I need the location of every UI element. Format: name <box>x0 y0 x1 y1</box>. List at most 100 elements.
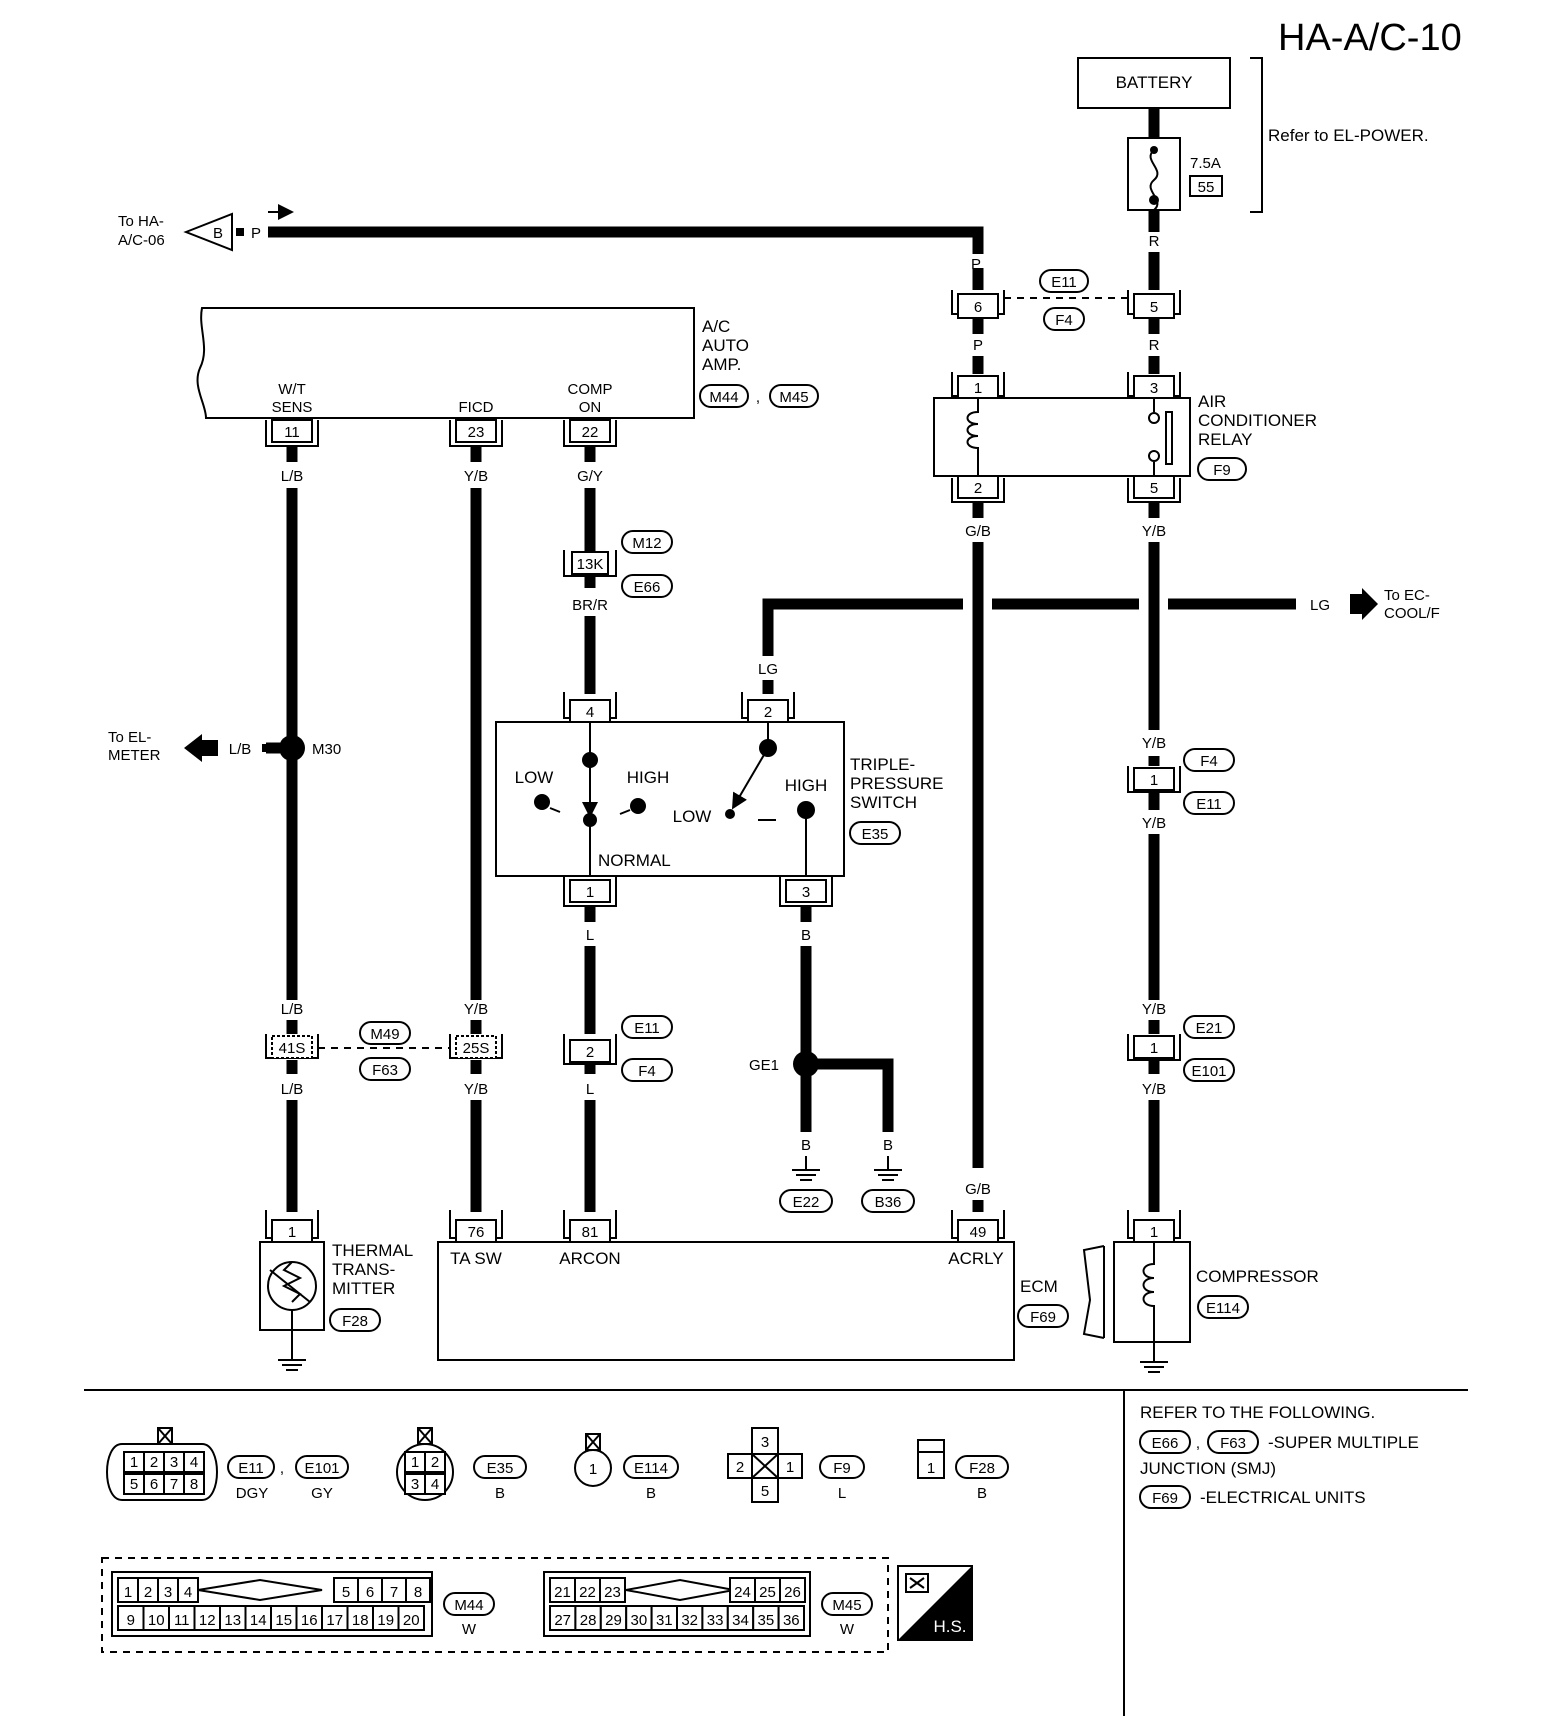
pin-2-l: 2 <box>586 1044 594 1061</box>
refer-sep: , <box>1196 1435 1200 1452</box>
legend-m45-pin-27-cell <box>549 1605 577 1631</box>
legend-m45-pin-21-cell <box>549 1577 576 1603</box>
thermistor-icon <box>281 1261 303 1303</box>
legend-e11: E11 <box>238 1460 264 1477</box>
legend-m44-pin-18: 18 <box>352 1612 369 1629</box>
legend-m45-pin-32: 32 <box>681 1612 698 1629</box>
legend-m45-pin-36-cell <box>777 1605 805 1631</box>
legend-f9-pin-3: 3 <box>761 1434 769 1451</box>
offpage-ha-color: P <box>251 225 261 242</box>
wire-color-yb3: Y/B <box>464 1081 488 1098</box>
compressor-name: COMPRESSOR <box>1196 1267 1319 1286</box>
offpage-meter-line2: METER <box>108 747 161 764</box>
legend-m44-pin-8: 8 <box>414 1584 422 1601</box>
legend-m44: M44 <box>454 1597 483 1614</box>
wire-color-gb1: G/B <box>965 523 991 540</box>
wire-color-yb-r2: Y/B <box>1142 735 1166 752</box>
legend-c8-pin-7: 7 <box>170 1476 178 1493</box>
switch-high-2: HIGH <box>785 776 828 795</box>
wire-color-r2: R <box>1149 337 1160 354</box>
wire-color-yb2: Y/B <box>464 1001 488 1018</box>
relay-conn: F9 <box>1213 462 1231 479</box>
pin-13k: 13K <box>577 556 604 573</box>
switch-pin-3: 3 <box>802 884 810 901</box>
legend-e11-color: DGY <box>236 1485 269 1502</box>
switch-pin-2: 2 <box>764 704 772 721</box>
compressor-pin: 1 <box>1150 1224 1158 1241</box>
legend-f28-color: B <box>977 1485 987 1502</box>
conn-m12: M12 <box>632 535 661 552</box>
ecm-label-acrly: ACRLY <box>948 1249 1003 1268</box>
legend-c8-pin-8-cell <box>183 1473 205 1495</box>
legend-m45-pin-26: 26 <box>784 1584 801 1601</box>
offpage-ha-line1: To HA- <box>118 213 164 230</box>
conn-f4-top: F4 <box>1055 312 1073 329</box>
legend-f28: F28 <box>969 1460 995 1477</box>
switch-low-1: LOW <box>515 768 554 787</box>
legend-m44-pin-6: 6 <box>366 1584 374 1601</box>
legend-m45: M45 <box>832 1597 861 1614</box>
legend-m45-pin-27: 27 <box>554 1612 571 1629</box>
relay-name-3: RELAY <box>1198 430 1253 449</box>
thermal-pin: 1 <box>288 1224 296 1241</box>
pin-25s: 25S <box>463 1040 490 1057</box>
refer-desc1: -SUPER MULTIPLE <box>1268 1433 1419 1452</box>
wire-color-p1: P <box>971 256 981 273</box>
relay-contact-icon <box>1165 411 1173 465</box>
refer-desc1b: JUNCTION (SMJ) <box>1140 1459 1276 1478</box>
legend-c4-pin-4: 4 <box>431 1476 439 1493</box>
battery-note: Refer to EL-POWER. <box>1268 126 1429 145</box>
legend-c8-pin-3: 3 <box>170 1454 178 1471</box>
battery: BATTERY 7.5A 55 Refer to EL-POWER. <box>1077 57 1429 213</box>
legend-m44-pin-15-cell <box>270 1605 298 1631</box>
wire-color-lg: LG <box>758 661 778 678</box>
fuse-rating: 7.5A <box>1190 155 1221 172</box>
joint-f4-e11-right: Y/B 1 F4 E11 Y/B <box>1127 735 1235 832</box>
ecm-label-tasw: TA SW <box>450 1249 502 1268</box>
legend-m44-pin-19-cell <box>372 1605 400 1631</box>
battery-label: BATTERY <box>1116 73 1193 92</box>
switch-conn: E35 <box>862 826 889 843</box>
ecm: 76 81 49 TA SW ARCON ACRLY ECM F69 <box>437 1210 1069 1361</box>
conn-e21: E21 <box>1196 1020 1223 1037</box>
amp-conn-m45: M45 <box>779 389 808 406</box>
legend-f9-pin-2: 2 <box>736 1459 744 1476</box>
legend-c8-pin-2: 2 <box>150 1454 158 1471</box>
legend-f9-color: L <box>838 1485 846 1502</box>
wire-color-p2: P <box>973 337 983 354</box>
thermal-transmitter: 1 THERMAL TRANS- MITTER F28 <box>259 1210 413 1371</box>
legend-m44-pin-20: 20 <box>403 1612 420 1629</box>
legend-m44-pin-19: 19 <box>377 1612 394 1629</box>
switch-low-2: LOW <box>673 807 712 826</box>
legend-m45-pin-22-cell <box>574 1577 601 1603</box>
refer-f69: F69 <box>1152 1490 1178 1507</box>
pin-41s: 41S <box>279 1040 306 1057</box>
conn-e101: E101 <box>1191 1063 1226 1080</box>
compressor: 1 COMPRESSOR E114 <box>1082 1210 1319 1373</box>
legend-m44-pin-4: 4 <box>184 1584 192 1601</box>
wire-color-yb-r4: Y/B <box>1142 1001 1166 1018</box>
pin-1-yb-a: 1 <box>1150 772 1158 789</box>
junction-m30-label: M30 <box>312 741 341 758</box>
wire-color-l2: L <box>586 1081 594 1098</box>
legend-m45-color: W <box>840 1621 855 1638</box>
legend-e114-color: B <box>646 1485 656 1502</box>
refer-e66: E66 <box>1152 1435 1179 1452</box>
amp-pin-label-3b: ON <box>579 399 602 416</box>
wire-color-yb-r3: Y/B <box>1142 815 1166 832</box>
thermal-name-2: TRANS- <box>332 1260 395 1279</box>
legend-m44-pin-10: 10 <box>148 1612 165 1629</box>
joint-e21-e101: 1 E21 E101 <box>1127 1015 1235 1082</box>
pin-1-yb-b: 1 <box>1150 1040 1158 1057</box>
ac-auto-amp: A/C AUTO AMP. M44 , M45 W/T SENS FICD CO… <box>196 307 819 447</box>
offpage-ha-conn: B <box>213 225 223 242</box>
conn-e11-top: E11 <box>1051 274 1077 291</box>
legend-m44-pin-8-cell <box>405 1577 431 1603</box>
connector-e11-f4-top: 6 5 E11 F4 <box>951 269 1181 331</box>
legend-m45-pin-33-cell <box>701 1605 729 1631</box>
legend-connector-f28: 1 F28 B <box>917 1439 1009 1502</box>
wire-color-lb2: L/B <box>281 1001 304 1018</box>
legend-e114: E114 <box>634 1460 668 1477</box>
legend-m44-pin-7: 7 <box>390 1584 398 1601</box>
